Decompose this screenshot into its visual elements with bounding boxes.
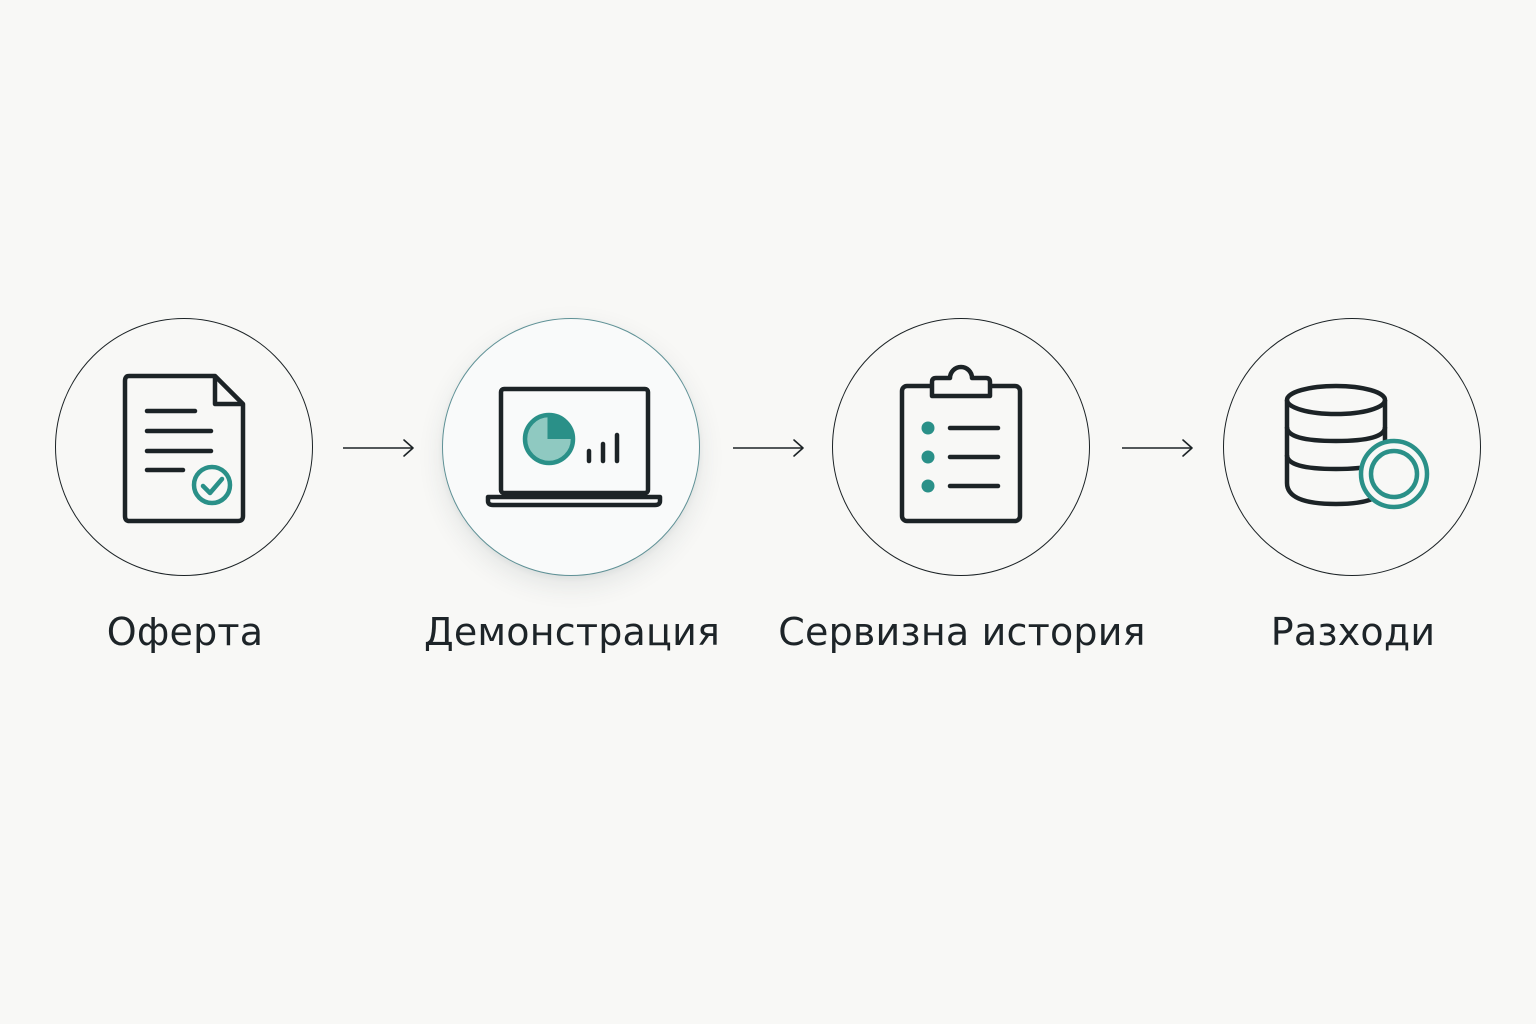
arrow-right-icon xyxy=(343,439,414,457)
arrow-right-icon xyxy=(1122,439,1193,457)
arrow-right-icon xyxy=(733,439,804,457)
document-check-icon xyxy=(122,373,246,524)
step-circle xyxy=(1223,318,1481,576)
step-label: Разходи xyxy=(1270,610,1436,654)
step-label: Оферта xyxy=(106,610,264,654)
step-circle xyxy=(55,318,313,576)
step-label: Демонстрация xyxy=(423,610,721,654)
step-offer: Оферта xyxy=(55,318,315,678)
coins-stack-icon xyxy=(1284,383,1430,510)
step-label: Сервизна история xyxy=(778,610,1146,654)
step-circle xyxy=(832,318,1090,576)
step-expenses: Разходи xyxy=(1223,318,1483,678)
step-demo: Демонстрация xyxy=(424,318,720,678)
clipboard-list-icon xyxy=(899,364,1023,524)
laptop-chart-icon xyxy=(485,386,663,508)
step-service-history: Сервизна история xyxy=(778,318,1146,678)
